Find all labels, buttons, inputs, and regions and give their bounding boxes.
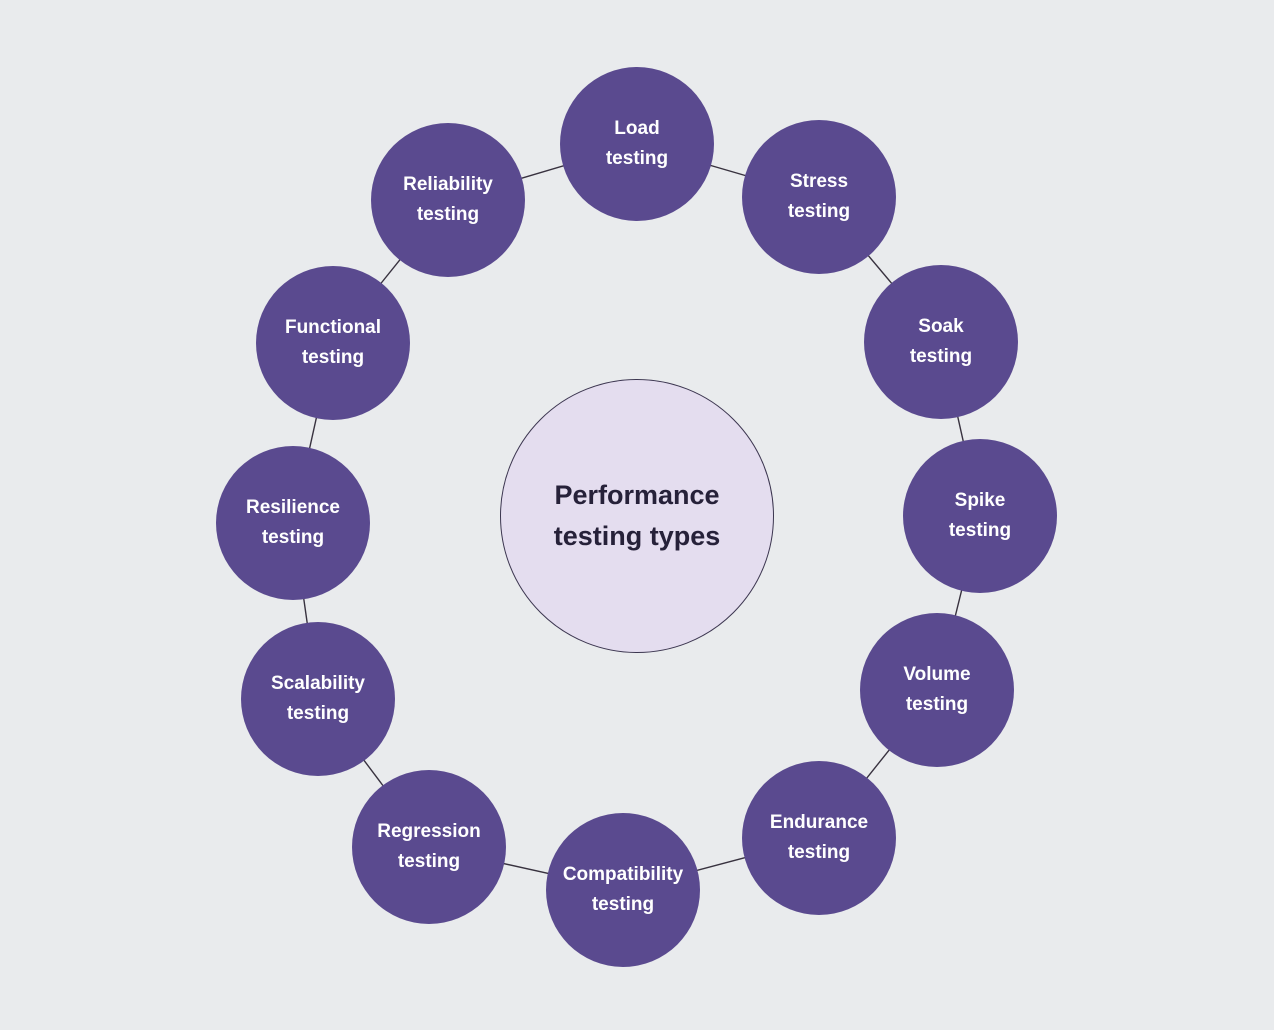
node-label-line: Spike	[954, 490, 1006, 511]
node-label-line: testing	[591, 894, 655, 915]
node-label-line: Scalability	[271, 673, 365, 694]
node-label-line: Endurance	[769, 812, 869, 833]
node-label-line: testing	[301, 347, 365, 368]
node-reliability-testing: Reliability testing	[371, 123, 525, 277]
node-label-line: testing	[416, 204, 480, 225]
node-label-line: Volume	[903, 664, 971, 685]
node-volume-testing: Volume testing	[860, 613, 1014, 767]
node-label-line: Reliability	[403, 174, 493, 195]
node-label-line: Compatibility	[562, 864, 684, 885]
node-compatibility-testing: Compatibility testing	[546, 813, 700, 967]
node-endurance-testing: Endurance testing	[742, 761, 896, 915]
node-label-line: testing	[948, 520, 1012, 541]
center-circle: Performance testing types	[500, 379, 774, 653]
node-label-line: testing	[787, 842, 851, 863]
node-resilience-testing: Resilience testing	[216, 446, 370, 600]
node-regression-testing: Regression testing	[352, 770, 506, 924]
center-title: Performance testing types	[554, 475, 721, 557]
node-soak-testing: Soak testing	[864, 265, 1018, 419]
center-title-line1: Performance	[554, 480, 720, 510]
node-label-line: Functional	[284, 317, 382, 338]
node-functional-testing: Functional testing	[256, 266, 410, 420]
node-label-line: Stress	[789, 171, 849, 192]
node-label-line: Regression	[377, 821, 481, 842]
node-label-line: Load	[614, 118, 660, 139]
node-load-testing: Load testing	[560, 67, 714, 221]
node-scalability-testing: Scalability testing	[241, 622, 395, 776]
node-label-line: testing	[605, 148, 669, 169]
node-label-line: testing	[261, 527, 325, 548]
node-label-line: testing	[787, 201, 851, 222]
node-spike-testing: Spike testing	[903, 439, 1057, 593]
node-label-line: Resilience	[246, 497, 340, 518]
center-title-line2: testing types	[553, 521, 721, 551]
node-label-line: testing	[286, 703, 350, 724]
node-label-line: testing	[909, 346, 973, 367]
node-stress-testing: Stress testing	[742, 120, 896, 274]
node-label-line: testing	[397, 851, 461, 872]
node-label-line: Soak	[918, 316, 964, 337]
node-label-line: testing	[905, 694, 969, 715]
